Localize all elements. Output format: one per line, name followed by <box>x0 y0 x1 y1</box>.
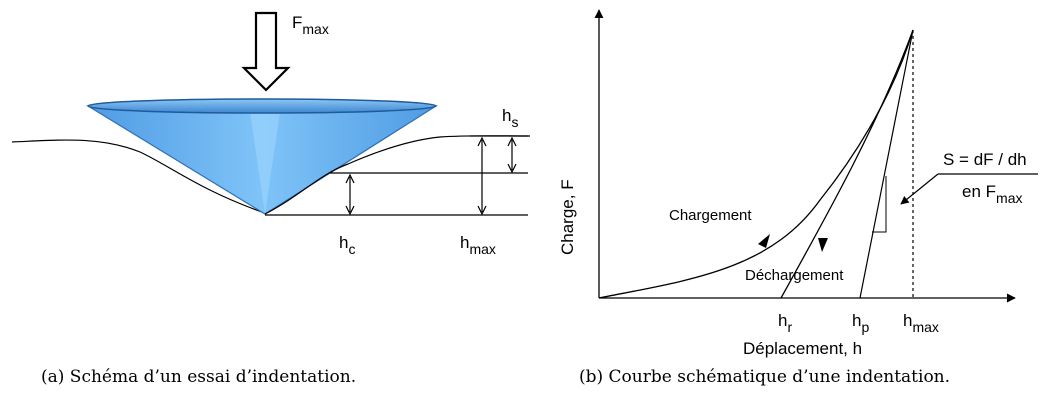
unloading-direction-arrow-icon <box>818 238 828 252</box>
hc-dimension-arrow <box>345 173 355 216</box>
y-axis-label: Charge, F <box>558 179 577 255</box>
force-arrow-icon <box>241 11 291 92</box>
hs-dimension-arrow <box>507 136 517 174</box>
hr-label: hr <box>778 311 792 335</box>
hmax-label-a: hmax <box>460 233 496 257</box>
unloading-curve <box>780 29 914 299</box>
force-label: Fmax <box>292 13 329 37</box>
stiffness-formula: S = dF / dh <box>943 150 1027 169</box>
tangent-line <box>859 29 914 299</box>
caption-b: (b) Courbe schématique d’une indentation… <box>579 367 951 387</box>
hs-label: hs <box>502 106 518 130</box>
indenter-icon <box>85 98 439 215</box>
unloading-label: Déchargement <box>745 267 844 284</box>
hmax-label-b: hmax <box>903 311 939 335</box>
x-axis-label: Déplacement, h <box>743 339 862 358</box>
indentation-schematic: Fmax hs hc <box>11 11 531 257</box>
stiffness-condition: en Fmax <box>962 182 1022 206</box>
loading-curve <box>598 29 914 299</box>
stiffness-pointer <box>900 173 939 205</box>
hc-label: hc <box>339 233 355 257</box>
slope-triangle <box>872 176 887 233</box>
indentation-curve: Charge, F Déplacement, h S = dF / dh en … <box>558 9 1038 358</box>
loading-direction-arrow-icon <box>758 234 770 248</box>
hp-label: hp <box>852 311 869 335</box>
hmax-dimension-arrow <box>477 136 487 216</box>
loading-label: Chargement <box>669 207 752 224</box>
caption-a: (a) Schéma d’un essai d’indentation. <box>41 367 357 387</box>
surface-profile <box>11 139 263 213</box>
